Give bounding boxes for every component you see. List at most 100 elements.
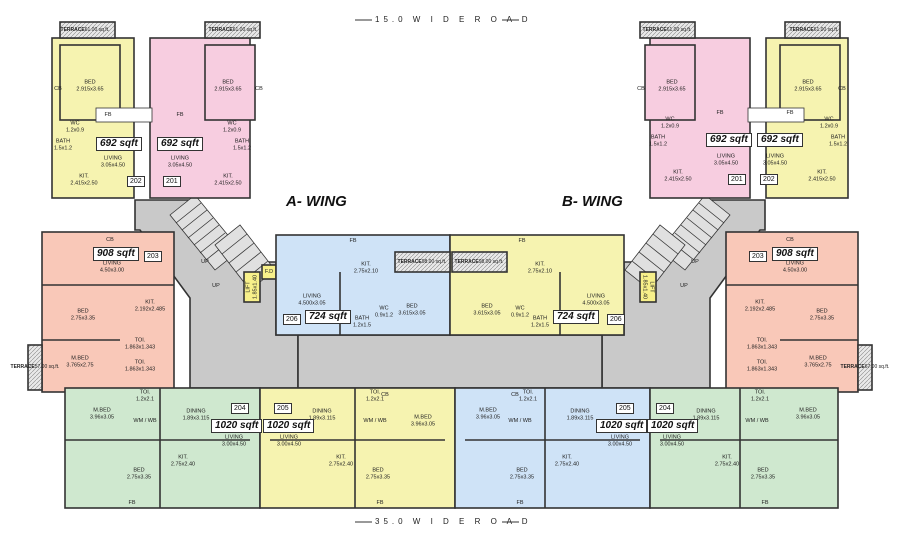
cupboard-label: CB xyxy=(106,236,114,243)
unit-number-203a: 203 xyxy=(144,251,162,262)
room-kitchen: KIT.2.75x2.40 xyxy=(714,454,740,468)
room-toilet: TOI.1.2x2.1 xyxy=(750,389,770,403)
french-bed-label: FB xyxy=(104,111,112,118)
french-bed-label: FB xyxy=(761,499,769,506)
cupboard-label: CB xyxy=(381,391,389,398)
terrace-label: TERRACE98.00 sq.ft. xyxy=(454,259,504,265)
area-724-a: 724 sqft xyxy=(305,310,351,324)
area-692-b1: 692 sqft xyxy=(706,133,752,147)
area-692-b2: 692 sqft xyxy=(757,133,803,147)
room-kitchen: KIT.2.75x2.10 xyxy=(527,261,553,275)
terrace-label: TERRACE57.00 sq.ft. xyxy=(10,364,60,370)
terrace-label: TERRACE61.00 sq.ft. xyxy=(789,27,839,33)
cupboard-label: CB xyxy=(838,85,846,92)
area-724-b: 724 sqft xyxy=(553,310,599,324)
room-kitchen: KIT.2.415x2.50 xyxy=(664,169,692,183)
french-bed-label: FB xyxy=(516,499,524,506)
area-1020-a1: 1020 sqft xyxy=(211,419,263,433)
room-kitchen: KIT.2.192x2.485 xyxy=(134,299,166,313)
stair-up-label: UP xyxy=(680,282,688,289)
room-kitchen: KIT.2.415x2.50 xyxy=(70,173,98,187)
unit-number-203b: 203 xyxy=(749,251,767,262)
unit-number-204a: 204 xyxy=(231,403,249,414)
terrace-724a xyxy=(394,251,451,273)
area-908-b: 908 sqft xyxy=(772,247,818,261)
unit-1020-b2 xyxy=(649,387,839,509)
room-kitchen: KIT.2.415x2.50 xyxy=(808,169,836,183)
terrace-724b xyxy=(451,251,508,273)
stair-up-label: UP xyxy=(691,258,699,265)
bed-a1 xyxy=(59,44,121,121)
room-wm-wb: WM / WB xyxy=(133,417,157,424)
room-kitchen: KIT.2.192x2.485 xyxy=(744,299,776,313)
room-kitchen: KIT.2.415x2.50 xyxy=(214,173,242,187)
unit-number-202b: 202 xyxy=(760,174,778,185)
bed-b2 xyxy=(779,44,841,121)
terrace-a1 xyxy=(59,21,116,39)
room-wm-wb: WM / WB xyxy=(363,417,387,424)
cupboard-label: CB xyxy=(786,236,794,243)
room-toilet: TOI.1.2x2.1 xyxy=(365,389,385,403)
bottom-road-label: 35.0 W I D E R O A D xyxy=(375,517,532,526)
area-908-a: 908 sqft xyxy=(93,247,139,261)
room-kitchen: KIT.2.75x2.40 xyxy=(328,454,354,468)
unit-number-202a: 202 xyxy=(127,176,145,187)
unit-number-205b: 205 xyxy=(616,403,634,414)
b-wing-label: B- WING xyxy=(558,193,627,210)
cupboard-label: CB xyxy=(255,85,263,92)
stair-up-label: UP xyxy=(201,258,209,265)
lift-a xyxy=(243,271,261,303)
room-toilet: TOI.1.863x1.343 xyxy=(124,359,156,373)
lift-b xyxy=(639,271,657,303)
unit-number-201b: 201 xyxy=(728,174,746,185)
room-toilet: TOI.1.2x2.1 xyxy=(518,389,538,403)
french-bed-label: FB xyxy=(376,499,384,506)
room-toilet: TOI.1.863x1.343 xyxy=(746,337,778,351)
french-bed-label: FB xyxy=(518,237,526,244)
french-bed-label: FB xyxy=(349,237,357,244)
area-1020-a2: 1020 sqft xyxy=(263,419,315,433)
room-kitchen: KIT.2.75x2.40 xyxy=(554,454,580,468)
bed-b1 xyxy=(644,44,696,121)
room-toilet: TOI.1.863x1.343 xyxy=(746,359,778,373)
area-692-a2: 692 sqft xyxy=(157,137,203,151)
area-1020-b1: 1020 sqft xyxy=(596,419,648,433)
area-1020-b2: 1020 sqft xyxy=(647,419,699,433)
unit-number-204b: 204 xyxy=(656,403,674,414)
top-road-label: 15.0 W I D E R O A D xyxy=(375,15,532,24)
